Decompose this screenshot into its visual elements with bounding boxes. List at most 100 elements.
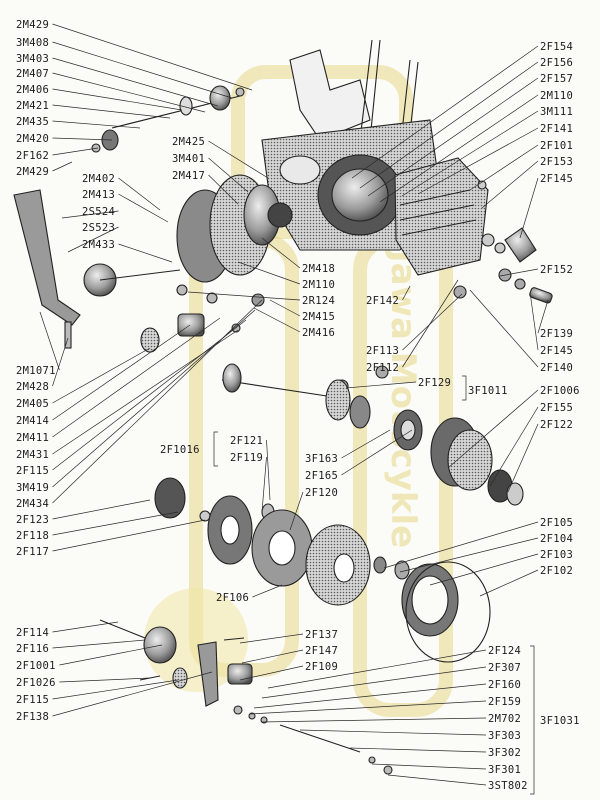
leader-2F140 bbox=[469, 289, 539, 368]
part-label-2F140: 2F140 bbox=[540, 362, 573, 374]
leader-2F155 bbox=[489, 406, 539, 487]
part-label-2F307: 2F307 bbox=[488, 662, 521, 674]
part-label-2F102: 2F102 bbox=[540, 565, 573, 577]
leader-3M408 bbox=[52, 41, 233, 99]
part-label-3F303: 3F303 bbox=[488, 730, 521, 742]
leader-2F1006 bbox=[447, 389, 539, 469]
part-label-2F101: 2F101 bbox=[540, 140, 573, 152]
part-label-2F105: 2F105 bbox=[540, 517, 573, 529]
part-label-2M433: 2M433 bbox=[82, 239, 115, 251]
bracket-2F1016 bbox=[213, 431, 218, 467]
leader-2R124 bbox=[187, 291, 301, 301]
leader-2M407 bbox=[52, 72, 206, 113]
part-label-2M414: 2M414 bbox=[16, 415, 49, 427]
leader-2M110r bbox=[379, 94, 539, 203]
leader-2M421 bbox=[52, 104, 171, 119]
part-label-2F112: 2F112 bbox=[366, 362, 399, 374]
part-label-2M415: 2M415 bbox=[302, 311, 335, 323]
part-label-2F106: 2F106 bbox=[216, 592, 249, 604]
part-label-2F137: 2F137 bbox=[305, 629, 338, 641]
part-label-2F114: 2F114 bbox=[16, 627, 49, 639]
part-label-2F165: 2F165 bbox=[305, 470, 338, 482]
part-label-2M418: 2M418 bbox=[302, 263, 335, 275]
gear-shaft-assembly bbox=[91, 85, 245, 153]
part-label-2F119: 2F119 bbox=[230, 452, 263, 464]
leader-2F157 bbox=[367, 77, 539, 197]
leader-2F118 bbox=[52, 511, 179, 536]
leader-2F154 bbox=[351, 45, 539, 179]
leader-2F138 bbox=[52, 671, 213, 717]
clutch-plates bbox=[154, 477, 491, 663]
part-label-2F103: 2F103 bbox=[540, 549, 573, 561]
leader-2M425 bbox=[208, 140, 269, 179]
part-label-2M431: 2M431 bbox=[16, 449, 49, 461]
leader-3M111 bbox=[401, 110, 539, 197]
leader-2S524 bbox=[61, 210, 119, 219]
leader-2M420 bbox=[52, 137, 113, 141]
leader-2F112 bbox=[402, 279, 459, 368]
part-label-2F141: 2F141 bbox=[540, 123, 573, 135]
gearbox-shafts bbox=[221, 363, 524, 506]
leader-2F165 bbox=[341, 429, 413, 476]
leader-2M1071 bbox=[39, 311, 60, 371]
part-label-2M416: 2M416 bbox=[302, 327, 335, 339]
group-brackets bbox=[213, 375, 535, 795]
bracket-3F1011 bbox=[462, 375, 467, 401]
part-label-3M408: 3M408 bbox=[16, 37, 49, 49]
leader-2F113 bbox=[402, 293, 463, 351]
part-label-2M702: 2M702 bbox=[488, 713, 521, 725]
leader-2M406 bbox=[52, 88, 183, 111]
leader-2F152 bbox=[499, 268, 539, 277]
kickstart-lever bbox=[13, 189, 265, 353]
leader-2F123 bbox=[52, 499, 151, 520]
part-label-2F1006: 2F1006 bbox=[540, 385, 580, 397]
part-label-2M110r: 2M110 bbox=[540, 90, 573, 102]
part-label-3F301: 3F301 bbox=[488, 764, 521, 776]
part-label-2F159: 2F159 bbox=[488, 696, 521, 708]
part-label-2F153: 2F153 bbox=[540, 156, 573, 168]
part-label-2F115b: 2F115 bbox=[16, 694, 49, 706]
leader-2S523 bbox=[67, 226, 119, 253]
gear-change-parts bbox=[99, 619, 253, 707]
group-label-F1011: 3F1011 bbox=[468, 385, 508, 397]
part-label-2M406: 2M406 bbox=[16, 84, 49, 96]
part-label-2F156: 2F156 bbox=[540, 57, 573, 69]
leader-2M416 bbox=[253, 307, 301, 333]
leader-2F116 bbox=[52, 639, 146, 649]
part-label-3F163: 3F163 bbox=[305, 453, 338, 465]
leader-2M418 bbox=[261, 237, 301, 269]
part-label-2M425: 2M425 bbox=[172, 136, 205, 148]
part-label-3M419: 3M419 bbox=[16, 482, 49, 494]
part-label-2F117: 2F117 bbox=[16, 546, 49, 558]
part-label-2M110: 2M110 bbox=[302, 279, 335, 291]
leader-2F122 bbox=[507, 423, 539, 493]
leader-2M402 bbox=[118, 177, 161, 211]
part-label-2M429a: 2M429 bbox=[16, 19, 49, 31]
clutch-cover bbox=[176, 174, 293, 283]
part-label-2F152: 2F152 bbox=[540, 264, 573, 276]
part-label-2F121: 2F121 bbox=[230, 435, 263, 447]
part-label-2M429b: 2M429 bbox=[16, 166, 49, 178]
part-label-2M434: 2M434 bbox=[16, 498, 49, 510]
leader-2M405 bbox=[52, 347, 151, 404]
part-label-2F1001: 2F1001 bbox=[16, 660, 56, 672]
part-label-2M428: 2M428 bbox=[16, 381, 49, 393]
part-label-2F1026: 2F1026 bbox=[16, 677, 56, 689]
leader-3M401 bbox=[208, 157, 249, 193]
part-label-2F113: 2F113 bbox=[366, 345, 399, 357]
leader-2M429a bbox=[52, 23, 253, 91]
leader-2F145b bbox=[529, 291, 539, 351]
leader-2F162 bbox=[52, 147, 99, 156]
leader-2M110 bbox=[237, 261, 301, 285]
leader-2F1026 bbox=[59, 677, 151, 683]
leader-2F114 bbox=[52, 621, 119, 633]
part-label-2M1071: 2M1071 bbox=[16, 365, 56, 377]
leader-2F117 bbox=[52, 519, 206, 552]
leader-2F119 bbox=[261, 456, 267, 513]
leader-2F101 bbox=[469, 144, 539, 191]
leader-2F137 bbox=[239, 633, 304, 644]
part-label-2F118: 2F118 bbox=[16, 530, 49, 542]
part-label-3M401: 3M401 bbox=[172, 153, 205, 165]
part-label-2F124: 2F124 bbox=[488, 645, 521, 657]
